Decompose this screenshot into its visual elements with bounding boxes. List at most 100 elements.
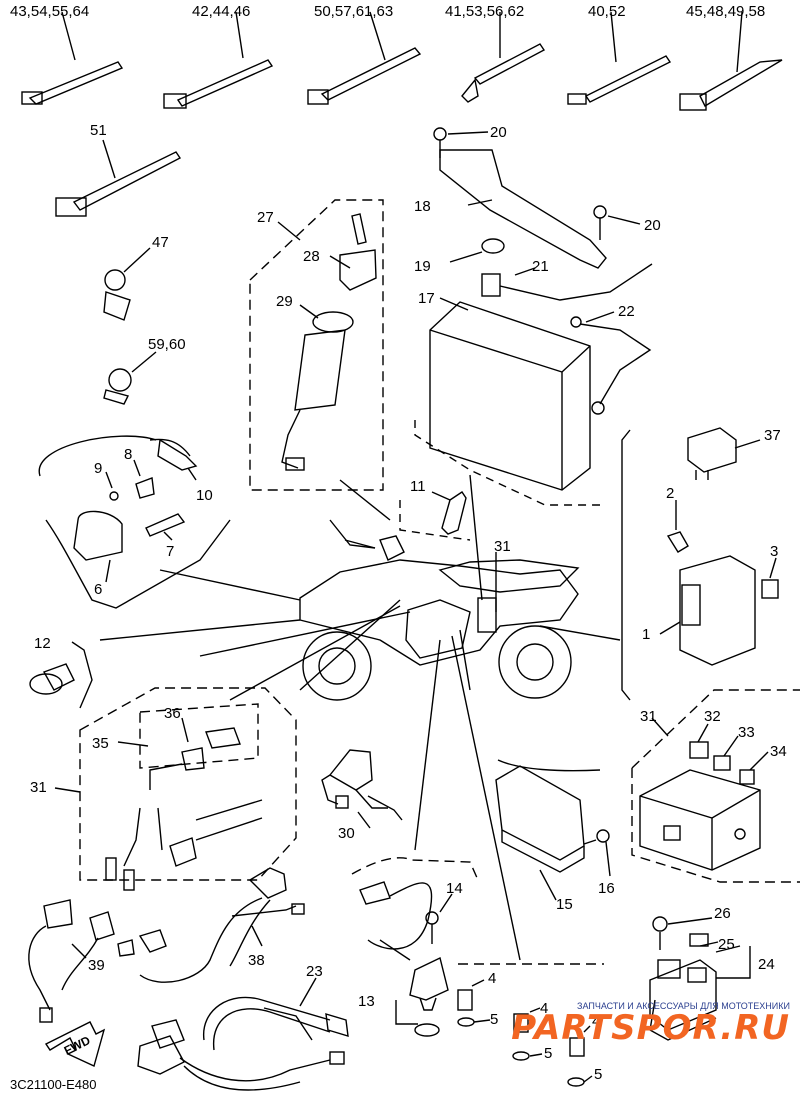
key bbox=[339, 213, 377, 291]
label-4c: 4 bbox=[592, 1013, 600, 1030]
cable-tie-3 bbox=[307, 11, 422, 105]
label-27: 27 bbox=[257, 209, 274, 226]
label-33: 33 bbox=[738, 724, 755, 741]
battery-cable-22 bbox=[570, 311, 652, 415]
cable-tie-51 bbox=[55, 139, 182, 217]
switch-30 bbox=[321, 749, 403, 829]
cdi-unit-1 bbox=[659, 555, 756, 666]
label-36: 36 bbox=[164, 705, 181, 722]
cable-tie-1 bbox=[21, 11, 124, 105]
label-18: 18 bbox=[414, 198, 431, 215]
cable-tie-5 bbox=[567, 11, 672, 105]
label-29: 29 bbox=[276, 293, 293, 310]
label-10: 10 bbox=[196, 487, 213, 504]
label-30: 30 bbox=[338, 825, 355, 842]
label-3: 3 bbox=[770, 543, 778, 560]
rectifier-15 bbox=[495, 759, 601, 901]
label-12: 12 bbox=[34, 635, 51, 652]
battery-cable-21 bbox=[481, 263, 653, 301]
fwd-arrow bbox=[44, 1021, 106, 1067]
label-47: 47 bbox=[152, 234, 169, 251]
label-31a: 31 bbox=[494, 538, 511, 555]
labels: 43,54,55,64 42,44,46 50,57,61,63 41,53,5… bbox=[10, 3, 787, 1083]
harness-wires bbox=[105, 799, 263, 891]
watermark-logo: PARTSPOR.RU bbox=[511, 1008, 790, 1048]
label-22: 22 bbox=[618, 303, 635, 320]
ignition-coil-group bbox=[38, 435, 231, 609]
label-14: 14 bbox=[446, 880, 463, 897]
label-15: 15 bbox=[556, 896, 573, 913]
bolt-16 bbox=[583, 829, 611, 877]
label-51: 51 bbox=[90, 122, 107, 139]
label-ties-1: 43,54,55,64 bbox=[10, 3, 89, 20]
watermark-tagline: ЗАПЧАСТИ И АКСЕССУАРЫ ДЛЯ МОТОТЕХНИКИ bbox=[577, 1001, 790, 1011]
label-7: 7 bbox=[166, 543, 174, 560]
label-24: 24 bbox=[758, 956, 775, 973]
fwd-label: FWD bbox=[62, 1033, 93, 1058]
switch-12 bbox=[29, 641, 93, 709]
label-28: 28 bbox=[303, 248, 320, 265]
fuse-box bbox=[639, 769, 761, 871]
starter-relay-group bbox=[649, 916, 751, 1041]
fusebox-group bbox=[631, 689, 800, 883]
label-19: 19 bbox=[414, 258, 431, 275]
main-switch-group bbox=[249, 199, 384, 491]
label-23: 23 bbox=[306, 963, 323, 980]
bolt-20a bbox=[433, 127, 489, 158]
label-21: 21 bbox=[532, 258, 549, 275]
label-8: 8 bbox=[124, 446, 132, 463]
clamp-47 bbox=[103, 247, 151, 321]
label-20a: 20 bbox=[490, 124, 507, 141]
label-2: 2 bbox=[666, 485, 674, 502]
fuse-36 bbox=[149, 717, 241, 790]
label-9: 9 bbox=[94, 460, 102, 477]
label-39: 39 bbox=[88, 957, 105, 974]
harness-group-31 bbox=[79, 687, 297, 881]
spark-plug-11 bbox=[399, 491, 471, 541]
bolts-4-5 bbox=[457, 963, 604, 1087]
label-26: 26 bbox=[714, 905, 731, 922]
label-31b: 31 bbox=[30, 779, 47, 796]
battery-bracket bbox=[439, 149, 607, 269]
label-5b: 5 bbox=[544, 1045, 552, 1062]
label-17: 17 bbox=[418, 290, 435, 307]
harness-38 bbox=[117, 867, 305, 983]
cable-tie-4 bbox=[461, 12, 546, 103]
label-1: 1 bbox=[642, 626, 650, 643]
battery-17 bbox=[429, 301, 591, 491]
label-13: 13 bbox=[358, 993, 375, 1010]
label-4a: 4 bbox=[488, 970, 496, 987]
label-ties-5: 40,52 bbox=[588, 3, 626, 20]
screw-2 bbox=[666, 500, 689, 553]
label-6: 6 bbox=[94, 581, 102, 598]
cable-tie-2 bbox=[163, 11, 274, 109]
label-4b: 4 bbox=[540, 1000, 548, 1017]
cable-tie-6 bbox=[679, 11, 783, 111]
watermark: ЗАПЧАСТИ И АКСЕССУАРЫ ДЛЯ МОТОТЕХНИКИ PA… bbox=[511, 1001, 790, 1045]
lead-23 bbox=[137, 977, 349, 1091]
label-25: 25 bbox=[718, 936, 735, 953]
grommet-3 bbox=[761, 557, 779, 599]
diagram-code: 3C21100-E480 bbox=[10, 1077, 97, 1092]
atv bbox=[299, 519, 580, 701]
speed-sensor-group bbox=[351, 857, 479, 1037]
label-31c: 31 bbox=[640, 708, 657, 725]
label-16: 16 bbox=[598, 880, 615, 897]
label-59-60: 59,60 bbox=[148, 336, 186, 353]
relay-37 bbox=[687, 427, 761, 480]
label-ties-6: 45,48,49,58 bbox=[686, 3, 765, 20]
label-ties-2: 42,44,46 bbox=[192, 3, 250, 20]
harness-39 bbox=[28, 899, 115, 1023]
bolt-20b bbox=[593, 205, 641, 240]
label-ties-3: 50,57,61,63 bbox=[314, 3, 393, 20]
label-11: 11 bbox=[410, 478, 426, 495]
switch-body bbox=[281, 311, 354, 471]
clamp-59-60 bbox=[103, 351, 157, 405]
label-5a: 5 bbox=[490, 1011, 498, 1028]
label-38: 38 bbox=[248, 952, 265, 969]
label-37: 37 bbox=[764, 427, 781, 444]
label-20b: 20 bbox=[644, 217, 661, 234]
label-34: 34 bbox=[770, 743, 787, 760]
label-5c: 5 bbox=[594, 1066, 602, 1083]
